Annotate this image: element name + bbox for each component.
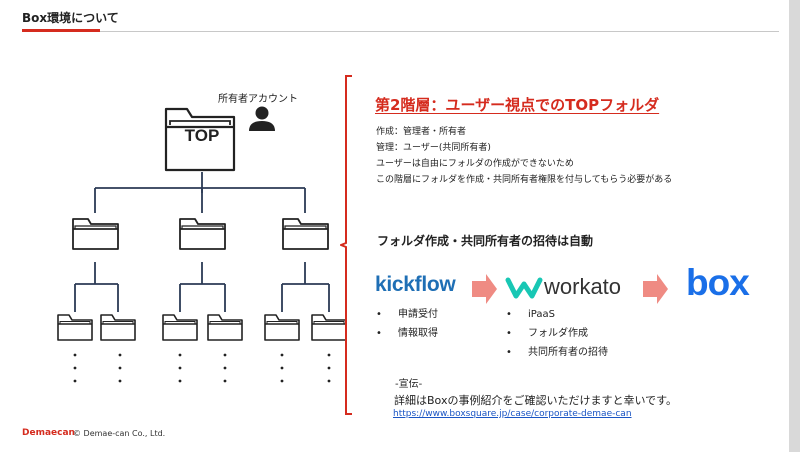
kickflow-bullets: 申請受付 情報取得 bbox=[376, 305, 438, 343]
top-folder-label: TOP bbox=[184, 126, 220, 145]
kickflow-logo: kickflow bbox=[375, 273, 456, 296]
promo-text: 詳細はBoxの事例紹介をご確認いただけますと幸いです。 bbox=[394, 394, 678, 407]
header-divider bbox=[22, 31, 779, 32]
folder-icon bbox=[179, 218, 226, 250]
continuation-dots-icon bbox=[73, 353, 331, 383]
folder-icon bbox=[57, 314, 93, 341]
workato-mark-icon bbox=[505, 277, 543, 299]
list-item: iPaaS bbox=[506, 305, 608, 324]
folder-icon bbox=[72, 218, 119, 250]
description-line: 作成：管理者・所有者 bbox=[376, 127, 467, 137]
person-icon bbox=[249, 106, 275, 131]
promo-label: -宣伝- bbox=[395, 379, 423, 390]
tree-connectors bbox=[74, 172, 330, 312]
footer-brand-logo: Demaecan bbox=[22, 428, 75, 438]
flow-arrow-icon bbox=[472, 274, 497, 304]
list-item: 情報取得 bbox=[376, 324, 438, 343]
footer-copyright: © Demae-can Co., Ltd. bbox=[73, 429, 166, 438]
section-title: 第2階層：ユーザー視点でのTOPフォルダ bbox=[375, 96, 660, 114]
flow-arrow-icon bbox=[643, 274, 668, 304]
right-edge-bar bbox=[789, 0, 800, 452]
folder-icon bbox=[162, 314, 198, 341]
header-accent-bar bbox=[22, 29, 100, 32]
box-logo: box bbox=[686, 262, 750, 303]
automation-heading: フォルダ作成・共同所有者の招待は自動 bbox=[377, 234, 594, 248]
owner-account-label: 所有者アカウント bbox=[218, 94, 298, 105]
folder-icon bbox=[207, 314, 243, 341]
list-item: 共同所有者の招待 bbox=[506, 343, 608, 362]
folder-icon bbox=[264, 314, 300, 341]
workato-bullets: iPaaS フォルダ作成 共同所有者の招待 bbox=[506, 305, 608, 362]
workato-logo: workato bbox=[544, 274, 622, 299]
list-item: フォルダ作成 bbox=[506, 324, 608, 343]
top-folder-icon bbox=[164, 107, 236, 172]
folder-icon bbox=[282, 218, 329, 250]
section-bracket bbox=[340, 75, 352, 415]
list-item: 申請受付 bbox=[376, 305, 438, 324]
page-title: Box環境について bbox=[22, 11, 119, 25]
folder-icon bbox=[100, 314, 136, 341]
case-study-link[interactable]: https://www.boxsquare.jp/case/corporate-… bbox=[393, 409, 632, 419]
description-line: この階層にフォルダを作成・共同所有者権限を付与してもらう必要がある bbox=[376, 175, 673, 185]
description-line: ユーザーは自由にフォルダの作成ができないため bbox=[376, 159, 574, 169]
description-line: 管理：ユーザー(共同所有者) bbox=[376, 143, 491, 153]
